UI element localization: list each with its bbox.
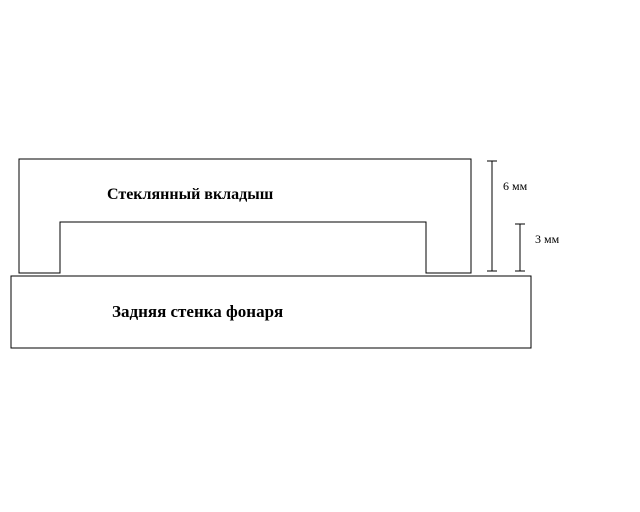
glass-insert-label: Стеклянный вкладыш — [107, 186, 274, 203]
back-wall-outline — [10, 275, 532, 349]
dimension-total-height-label: 6 мм — [503, 179, 528, 193]
dimension-total-height: 6 мм — [487, 160, 528, 272]
glass-insert-outline — [18, 158, 472, 274]
back-wall-label: Задняя стенка фонаря — [112, 302, 283, 321]
dimension-channel-height: 3 мм — [515, 223, 560, 272]
glass-insert: Стеклянный вкладыш — [18, 158, 472, 274]
back-wall: Задняя стенка фонаря — [10, 275, 532, 349]
dimension-channel-height-label: 3 мм — [535, 232, 560, 246]
